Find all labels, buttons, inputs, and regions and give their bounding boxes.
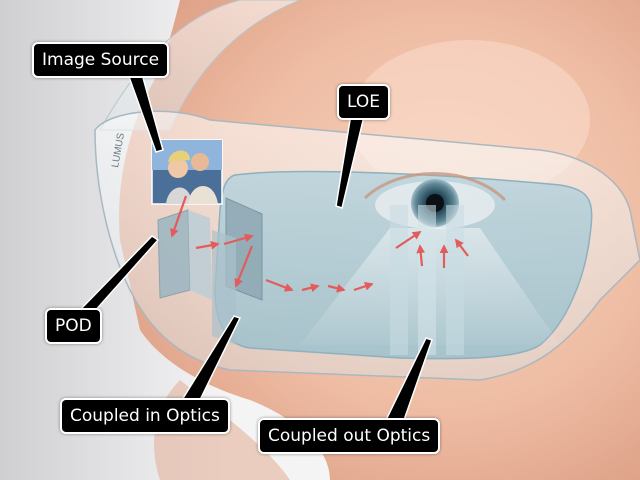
eyelid <box>363 172 507 202</box>
callout-loe: LOE <box>337 84 390 120</box>
coupled-in-optics <box>212 197 263 345</box>
callout-image-source: Image Source <box>32 42 170 78</box>
light-ray-arrow <box>327 284 346 293</box>
pod-prism <box>157 209 212 300</box>
image-source <box>151 139 223 205</box>
coupled-out-optics <box>390 205 464 355</box>
light-ray-arrow <box>223 233 254 246</box>
light-ray-arrow <box>265 278 294 292</box>
light-ray-arrow <box>416 244 426 267</box>
light-ray-arrow <box>170 195 188 238</box>
light-ray-arrow <box>454 238 469 257</box>
light-ray-arrow <box>353 282 374 292</box>
callout-coupled-in: Coupled in Optics <box>60 398 230 434</box>
light-ray-arrow <box>301 283 320 292</box>
callout-pod: POD <box>45 308 102 344</box>
light-ray-arrow <box>234 245 254 288</box>
light-ray-arrow <box>395 231 422 249</box>
callout-coupled-out: Coupled out Optics <box>258 418 441 454</box>
face-figure <box>168 158 188 178</box>
light-ray-arrows <box>170 195 469 293</box>
callout-pointers <box>76 73 433 421</box>
light-ray-arrow <box>195 240 220 250</box>
